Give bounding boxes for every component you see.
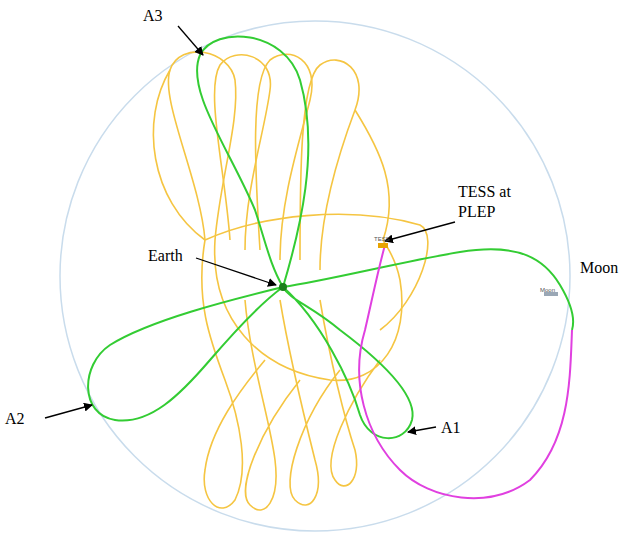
callout-label: TESS at PLEP [458,182,530,222]
callout-label: A2 [5,409,25,429]
lunar-flyby-segment [359,245,572,498]
callout-label: A1 [441,418,461,438]
callout-label: Earth [148,246,183,266]
lunar-orbit [60,21,570,531]
tess-marker [378,243,388,248]
callout-arrows [45,26,455,432]
marker-label: TESS [374,236,390,244]
science-orbits [153,52,427,510]
earth-marker [279,283,287,291]
transfer-trajectory [88,36,573,438]
callout-label: Moon [580,258,618,278]
marker-label: Moon [540,287,555,295]
callout-label: A3 [143,6,163,26]
